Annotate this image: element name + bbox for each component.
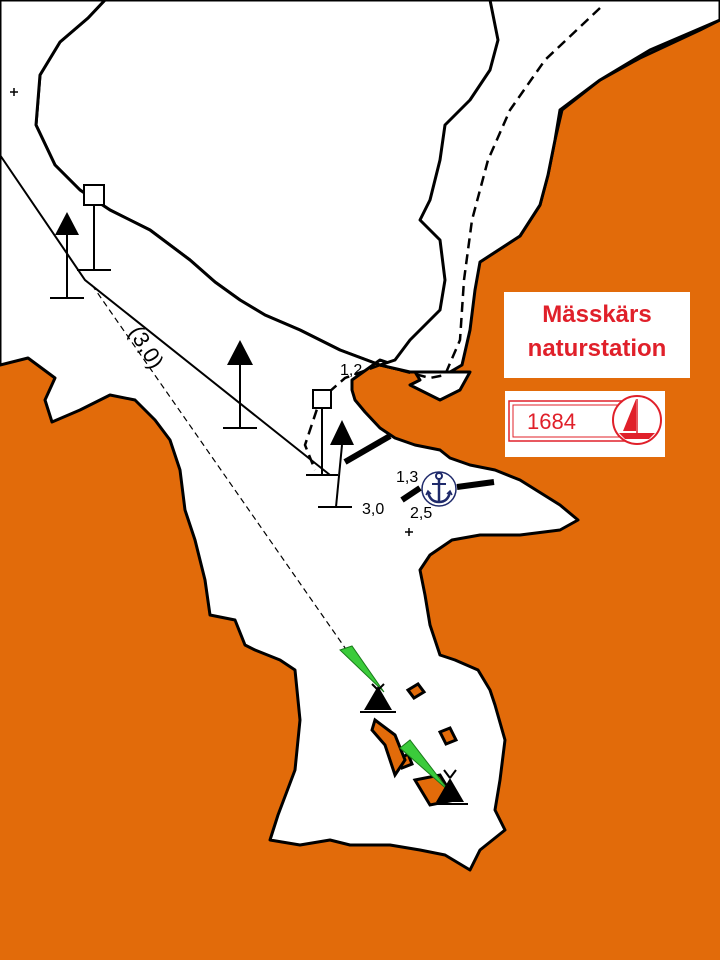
- beacon-square-2: [306, 389, 338, 476]
- pier-bar-1: [343, 433, 392, 465]
- anchor-icon: [421, 471, 457, 507]
- station-number: 1684: [527, 409, 576, 434]
- leading-line: [91, 284, 351, 656]
- station-name-line1: Mässkärs: [542, 301, 652, 328]
- sailboat-icon: [612, 395, 662, 445]
- pier-bar-3: [456, 479, 495, 490]
- station-badge: 1684: [508, 395, 662, 445]
- beacon-triangle-3: [318, 420, 354, 508]
- depth-label-2: 1,3: [396, 469, 418, 486]
- beacon-triangle-2: [223, 340, 257, 429]
- plus-icon: [405, 528, 413, 536]
- depth-label-4: 2,5: [410, 505, 432, 522]
- station-name: Mässkärs naturstation: [504, 298, 690, 366]
- station-name-box: Mässkärs naturstation: [504, 292, 690, 378]
- islet-1: [405, 682, 427, 700]
- beacon-square-1: [77, 184, 111, 271]
- beacon-triangle-1: [50, 212, 84, 299]
- plus-icon: [10, 88, 18, 96]
- depth-label-3: 3,0: [362, 501, 384, 518]
- fairway-line: [0, 154, 331, 476]
- leading-light-2: [399, 739, 468, 805]
- water-main: [0, 0, 580, 872]
- station-badge-box: 1684: [505, 391, 665, 457]
- islet-2: [437, 726, 459, 746]
- leading-light-1: [339, 645, 396, 713]
- islet-4: [370, 717, 407, 779]
- depth-label-1: 1,2: [340, 362, 362, 379]
- station-name-line2: naturstation: [527, 335, 667, 362]
- pier-bar-2: [400, 485, 422, 503]
